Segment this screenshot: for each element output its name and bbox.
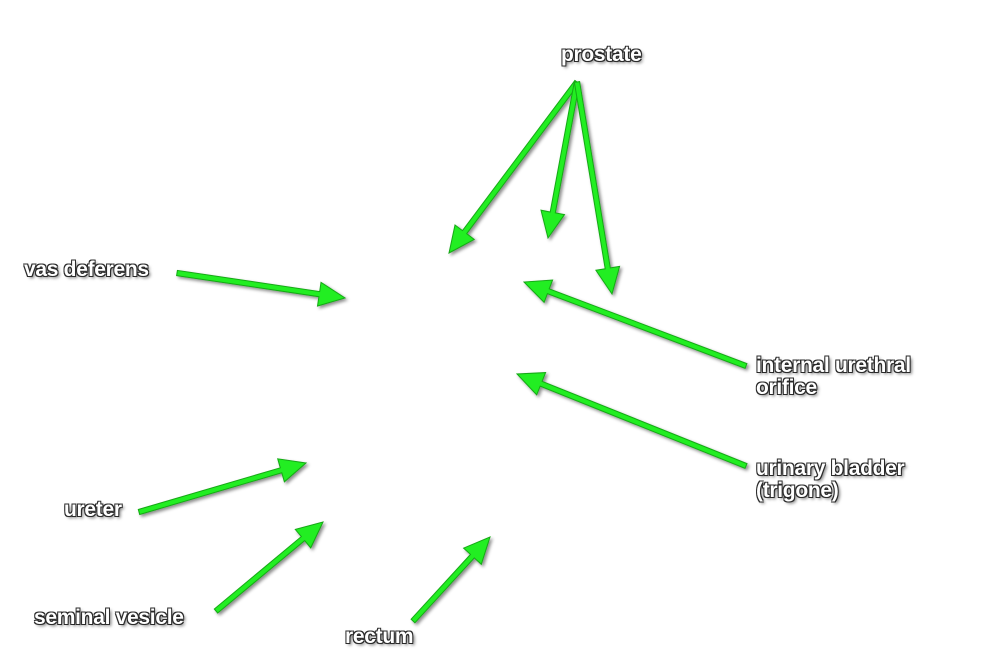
arrow-internal-urethral-orifice — [522, 279, 748, 370]
label-seminal-vesicle: seminal vesicle — [34, 607, 184, 629]
arrow-ureter — [137, 458, 308, 516]
label-urinary-bladder: urinary bladder (trigone) — [756, 457, 905, 502]
label-prostate-text: prostate — [561, 43, 642, 66]
arrow-rectum — [410, 536, 491, 624]
label-internal-urethral-orifice-line2: orifice — [756, 376, 817, 399]
label-urinary-bladder-line1: urinary bladder — [756, 457, 905, 480]
arrow-prostate-3 — [573, 81, 621, 296]
label-rectum-text: rectum — [345, 625, 414, 648]
arrow-urinary-bladder — [515, 372, 748, 470]
label-ureter: ureter — [64, 499, 122, 521]
label-vas-deferens: vas deferens — [24, 259, 149, 281]
label-rectum: rectum — [345, 625, 414, 648]
arrow-seminal-vesicle — [213, 521, 324, 614]
label-urinary-bladder-line2: (trigone) — [756, 479, 839, 502]
label-prostate: prostate — [561, 43, 642, 66]
label-seminal-vesicle-text: seminal vesicle — [34, 606, 184, 629]
arrow-vas-deferens — [176, 269, 347, 307]
label-internal-urethral-orifice: internal urethral orifice — [756, 355, 911, 399]
arrow-prostate-2 — [540, 80, 581, 240]
label-internal-urethral-orifice-line1: internal urethral — [756, 354, 911, 377]
label-ureter-text: ureter — [64, 498, 122, 521]
label-vas-deferens-text: vas deferens — [24, 258, 149, 281]
arrow-prostate-1 — [448, 79, 580, 254]
